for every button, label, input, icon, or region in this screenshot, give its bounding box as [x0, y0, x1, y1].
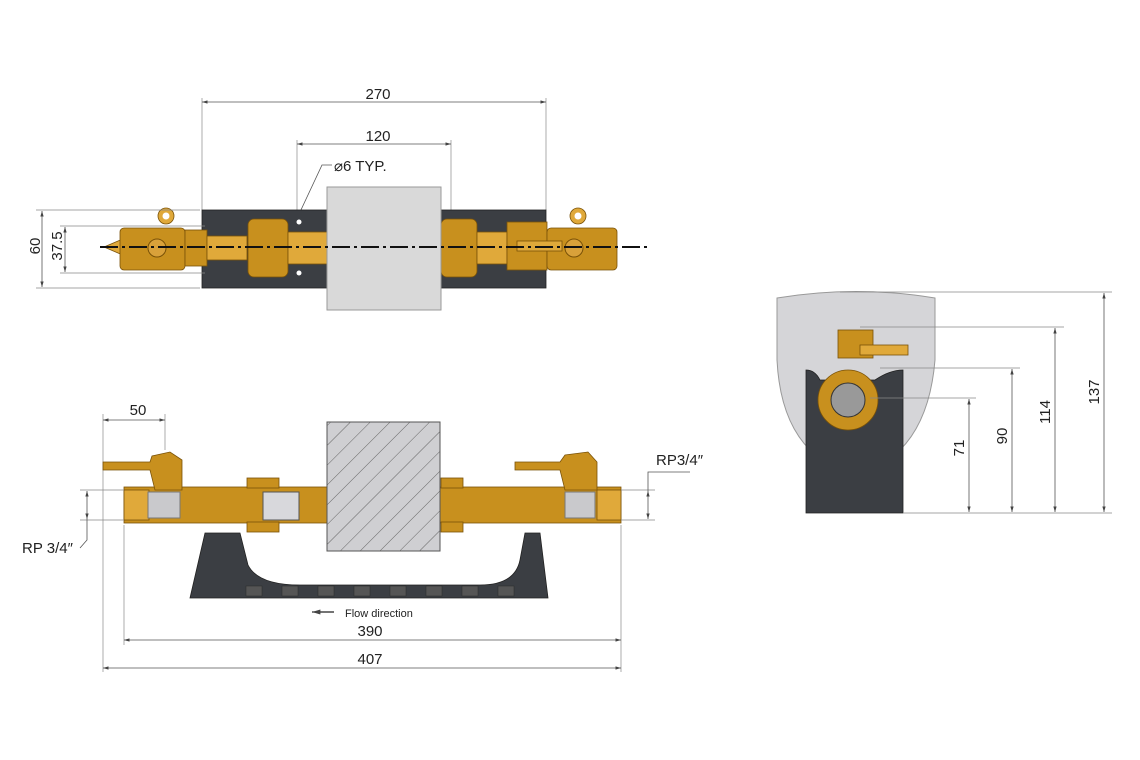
- dim-137: 137: [1086, 379, 1103, 404]
- dim-270: 270: [365, 86, 390, 103]
- dim-50: 50: [130, 402, 147, 419]
- dim-390: 390: [357, 623, 382, 640]
- dim-90: 90: [994, 428, 1011, 445]
- side-view: 71 90 114 137: [776, 291, 1112, 514]
- dim-71: 71: [951, 440, 968, 457]
- dim-114: 114: [1037, 400, 1054, 424]
- front-view: 50 RP 3/4″ RP3/4″ Flow direction 390 407: [22, 402, 704, 672]
- flow-direction-label: Flow direction: [345, 608, 413, 620]
- hole-note: ⌀6 TYP.: [334, 158, 387, 175]
- wall-block: [326, 186, 442, 311]
- dim-60: 60: [27, 238, 44, 255]
- thread-right-label: RP3/4″: [656, 452, 704, 469]
- dim-120: 120: [365, 128, 390, 145]
- dim-407: 407: [357, 651, 382, 668]
- top-view: 270 120 ⌀6 TYP. 60 37.5: [27, 86, 648, 311]
- thread-left-label: RP 3/4″: [22, 540, 74, 557]
- wall-section: [326, 421, 441, 552]
- dim-37-5: 37.5: [49, 231, 66, 260]
